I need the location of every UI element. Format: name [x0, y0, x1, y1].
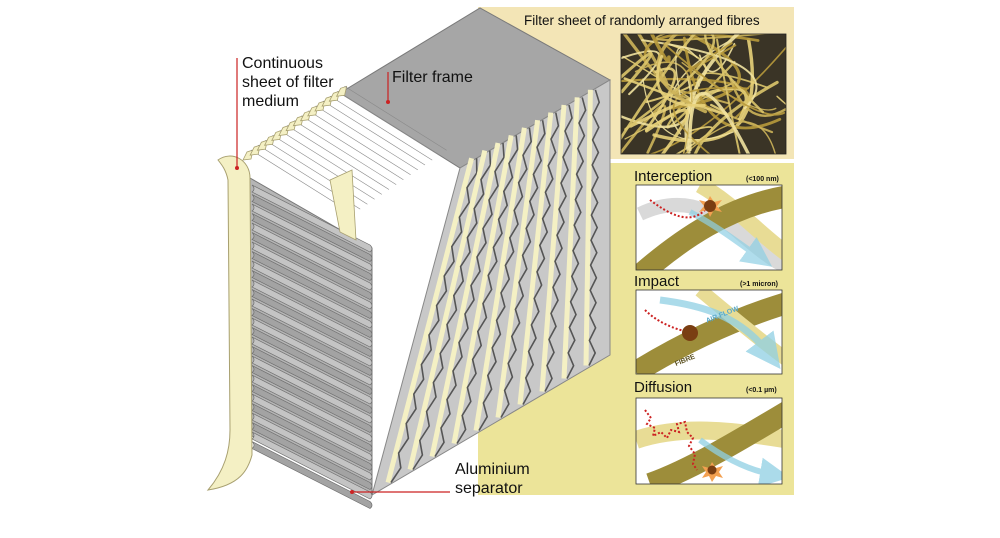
label-filter-frame: Filter frame	[392, 69, 473, 86]
fibre-micrograph	[621, 34, 786, 154]
pointer-continuous-sheet	[235, 58, 239, 170]
aluminium-separators	[249, 169, 373, 509]
label-aluminium-separator: Aluminium separator	[455, 461, 530, 497]
mechanism-title-impact: Impact	[634, 273, 680, 290]
label-continuous-sheet: Continuous sheet of filter medium	[242, 55, 334, 110]
pointer-filter-frame	[386, 72, 390, 104]
filter-medium-sheet	[206, 155, 253, 491]
mechanism-size-diffusion: (<0.1 µm)	[746, 387, 777, 394]
impact-illustration: AIR FLOW FIBRE	[636, 290, 782, 374]
interception-illustration	[636, 185, 782, 270]
mechanism-title-diffusion: Diffusion	[634, 379, 693, 396]
diffusion-illustration	[636, 398, 782, 484]
right-face-pleats	[385, 89, 601, 484]
pointer-aluminium-separator	[350, 490, 450, 494]
mechanism-title-interception: Interception	[634, 168, 713, 185]
fibre-panel-title: Filter sheet of randomly arranged fibres	[524, 13, 760, 28]
mechanism-size-interception: (<100 nm)	[746, 176, 779, 183]
pleat-tops	[242, 85, 447, 215]
mechanism-size-impact: (>1 micron)	[740, 281, 778, 288]
